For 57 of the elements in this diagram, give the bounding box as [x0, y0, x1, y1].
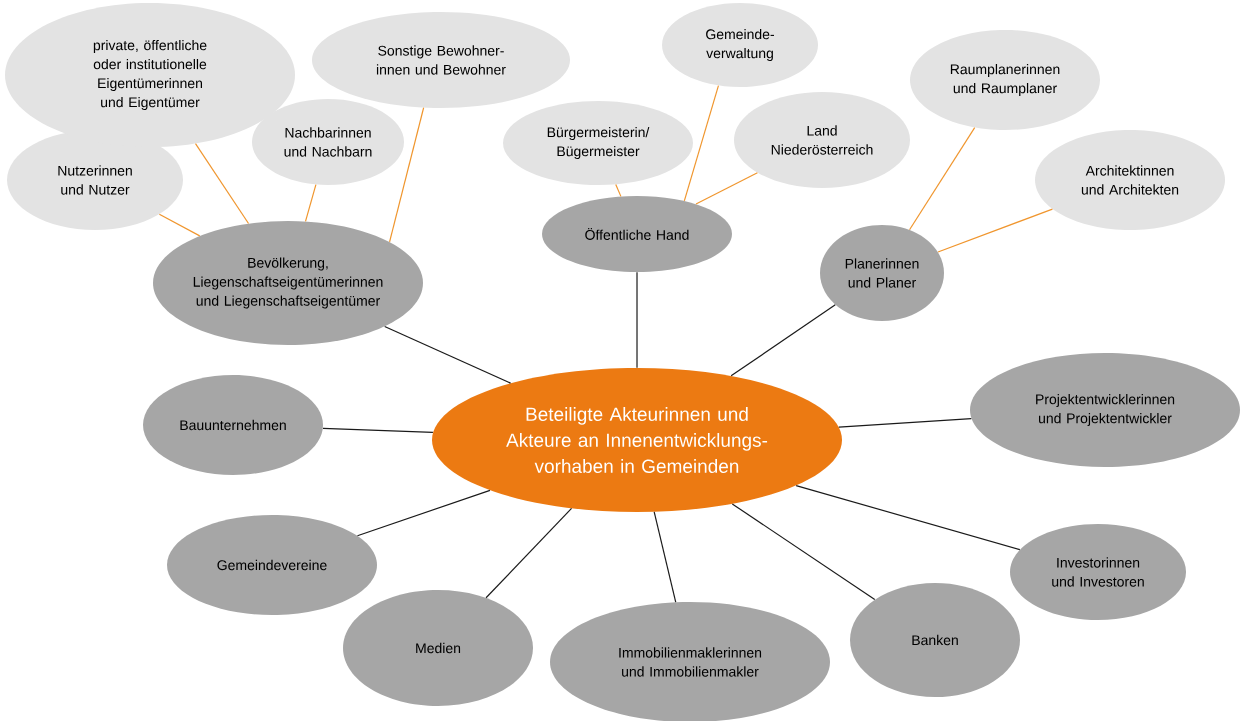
connector-line [194, 142, 250, 225]
node-label: Sonstige Bewohner- innen und Bewohner [376, 45, 506, 75]
node-label: Gemeindevereine [217, 559, 327, 571]
connector-line [322, 427, 434, 434]
node-label: Investorinnen und Investoren [1052, 557, 1144, 587]
node-label: Architektinnen und Architekten [1081, 165, 1179, 195]
sub-actor-ellipse [910, 30, 1100, 130]
connector-line [695, 172, 758, 205]
node-label: Bürgermeisterin/ Bügermeister [547, 126, 650, 160]
node-label: Immobilienmaklerinnen und Immobilienmakler [619, 647, 762, 677]
node-label: private, öffentliche oder institutionelle Eigentümerinnen und Eigentümer [93, 39, 207, 111]
actor-ellipse [820, 225, 944, 321]
topic-ellipse [432, 368, 842, 512]
connector-line [683, 84, 720, 202]
node-label: Bevölkerung, Liegenschaftseigentümerinnen und Liegenschaftseigentümer [193, 257, 383, 309]
connector-line [730, 304, 836, 377]
sub-actor-ellipse [734, 92, 910, 188]
actor-ellipse [1010, 524, 1186, 620]
connector-line [384, 325, 512, 384]
node-label: Planerinnen und Planer [845, 258, 919, 288]
connector-line [908, 127, 976, 231]
connector-line [388, 107, 425, 243]
node-label: Medien [416, 642, 461, 654]
node-label: Beteiligte Akteurinnen und Akteure an Innenentwicklungs- vorhaben in Gemeinden [506, 407, 768, 473]
connector-line [653, 511, 677, 603]
connector-line [158, 213, 201, 237]
sub-actor-ellipse [252, 99, 404, 185]
connector-line [356, 489, 491, 537]
sub-actor-ellipse [503, 101, 693, 185]
node-label: Bauunternehmen [180, 419, 286, 431]
connector-line [636, 271, 638, 369]
actor-ellipse [343, 590, 533, 706]
actor-ellipse [970, 353, 1240, 467]
actor-ellipse [167, 515, 377, 615]
node-label: Raumplanerinnen und Raumplaner [950, 63, 1060, 97]
connector-line [615, 183, 622, 197]
node-label: Nachbarinnen und Nachbarn [284, 127, 372, 157]
actor-ellipse [850, 583, 1020, 697]
connector-line [304, 184, 317, 222]
sub-actor-ellipse [312, 12, 570, 108]
connector-line [485, 507, 573, 599]
connector-line [731, 503, 876, 601]
sub-actor-ellipse [1035, 130, 1225, 230]
sub-actor-ellipse [662, 3, 818, 87]
node-label: Projektentwicklerinnen und Projektentwickler [1036, 393, 1175, 427]
node-label: Land Niederösterreich [771, 125, 873, 155]
connector-line [838, 417, 972, 428]
connector-line [795, 484, 1021, 551]
sub-actor-ellipse [7, 130, 183, 230]
connector-line [937, 208, 1054, 253]
actor-ellipse [542, 196, 732, 272]
node-label: Öffentliche Hand [585, 228, 689, 240]
actor-ellipse [153, 221, 423, 345]
node-label: Nutzerinnen und Nutzer [58, 165, 132, 195]
actor-ellipse [143, 375, 323, 475]
node-label: Banken [912, 634, 958, 646]
node-label: Gemeinde- verwaltung [706, 28, 775, 62]
